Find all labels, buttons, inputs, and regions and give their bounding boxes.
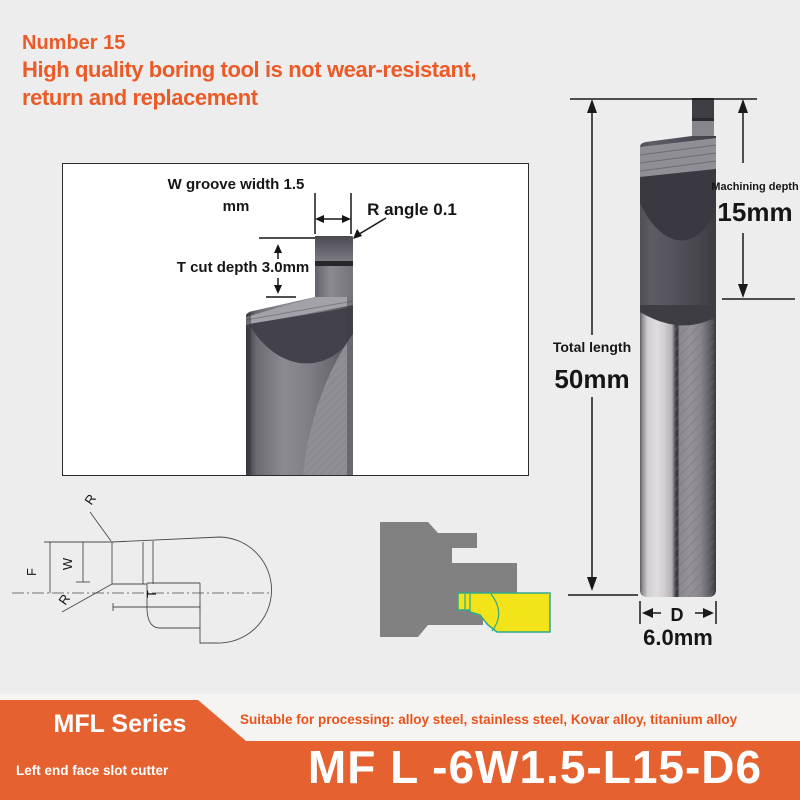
profile-lines bbox=[12, 511, 272, 644]
machining-depth-value: 15mm bbox=[717, 197, 792, 227]
profile-letter-r-top: R bbox=[81, 491, 99, 507]
full-tool-view: Total length 50mm Machining depth 15mm D… bbox=[540, 85, 800, 650]
tool-photo bbox=[639, 98, 717, 597]
w-groove-label-line2: mm bbox=[223, 198, 250, 215]
series-subtitle: Left end face slot cutter bbox=[16, 763, 169, 778]
full-tool-svg: Total length 50mm Machining depth 15mm D… bbox=[553, 98, 799, 650]
diameter-letter: D bbox=[671, 605, 684, 625]
tip-detail-diagram-svg: W groove width 1.5 mm R angle 0.1 T cut … bbox=[168, 176, 457, 475]
workpiece-shape bbox=[380, 522, 517, 637]
profile-letter-r-bottom: R bbox=[55, 591, 73, 607]
model-code: MF L -6W1.5-L15-D6 bbox=[307, 741, 763, 793]
diameter-value: 6.0mm bbox=[643, 625, 713, 650]
total-length-label: Total length bbox=[553, 339, 631, 355]
cutter-shape bbox=[457, 592, 551, 633]
suitable-materials: Suitable for processing: alloy steel, st… bbox=[240, 712, 738, 727]
r-angle-label: R angle 0.1 bbox=[367, 200, 457, 219]
tool-tip-photo bbox=[245, 236, 354, 475]
machining-schematic bbox=[370, 505, 600, 645]
tip-detail-box: W groove width 1.5 mm R angle 0.1 T cut … bbox=[62, 163, 529, 476]
profile-drawing: R F W R T bbox=[10, 480, 280, 660]
t-cut-depth-label: T cut depth 3.0mm bbox=[177, 259, 310, 276]
product-number: Number 15 bbox=[22, 32, 126, 54]
profile-letter-f: F bbox=[24, 568, 39, 576]
machining-depth-label: Machining depth bbox=[711, 181, 799, 193]
title-line1: High quality boring tool is not wear-res… bbox=[22, 57, 477, 82]
tool-dimension-arrowheads bbox=[587, 99, 748, 618]
profile-letter-t: T bbox=[144, 590, 159, 598]
profile-drawing-svg: R F W R T bbox=[12, 491, 272, 644]
total-length-value: 50mm bbox=[554, 364, 629, 394]
profile-letter-w: W bbox=[60, 557, 75, 570]
title-line2: return and replacement bbox=[22, 85, 258, 110]
footer-band: MFL Series Left end face slot cutter Sui… bbox=[0, 694, 800, 800]
dimension-arrowheads bbox=[274, 215, 362, 294]
series-name: MFL Series bbox=[53, 710, 187, 738]
w-groove-label-line1: W groove width 1.5 bbox=[168, 176, 305, 193]
machining-schematic-svg bbox=[380, 522, 551, 637]
dimension-lines bbox=[259, 193, 387, 298]
